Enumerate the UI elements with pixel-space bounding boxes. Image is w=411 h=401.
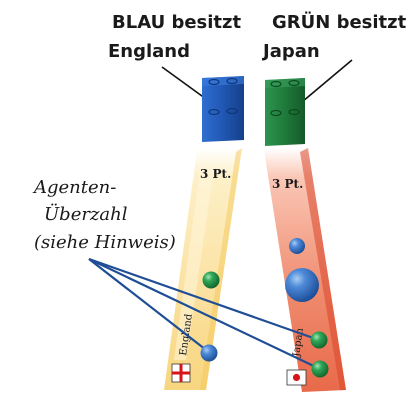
green-owner-label-line2: Japan (261, 41, 320, 62)
green-agent-japan-lower (311, 360, 329, 378)
blue-agent-japan-small (289, 238, 305, 254)
connector-line-japan-upper (88, 257, 320, 342)
england-points-label: 3 Pt. (200, 167, 231, 181)
connector-line-england (88, 258, 211, 354)
japan-flag-icon (286, 369, 307, 386)
blue-owner-label-line1: BLAU besitzt (112, 12, 242, 33)
blue-control-block (202, 76, 244, 142)
agents-annotation-line2: Überzahl (44, 202, 128, 225)
green-owner-label-line1: GRÜN besitzt (272, 11, 407, 33)
blue-agent-japan-large (285, 268, 319, 302)
england-card: 3 Pt. England (164, 148, 242, 390)
agent-connectors (88, 257, 321, 370)
blue-owner-label-line2: England (108, 41, 190, 62)
blue-agent-england (200, 344, 218, 362)
england-flag-icon (171, 363, 191, 383)
japan-points-label: 3 Pt. (272, 177, 303, 191)
agents-annotation-line1: Agenten- (32, 177, 116, 198)
green-agent-japan-upper (310, 331, 328, 349)
green-agent-england (202, 271, 220, 289)
connector-line-japan-lower (88, 258, 321, 370)
agents-annotation-line3: (siehe Hinweis) (34, 232, 176, 253)
green-pointer-line (295, 59, 353, 108)
green-control-block (265, 78, 305, 146)
